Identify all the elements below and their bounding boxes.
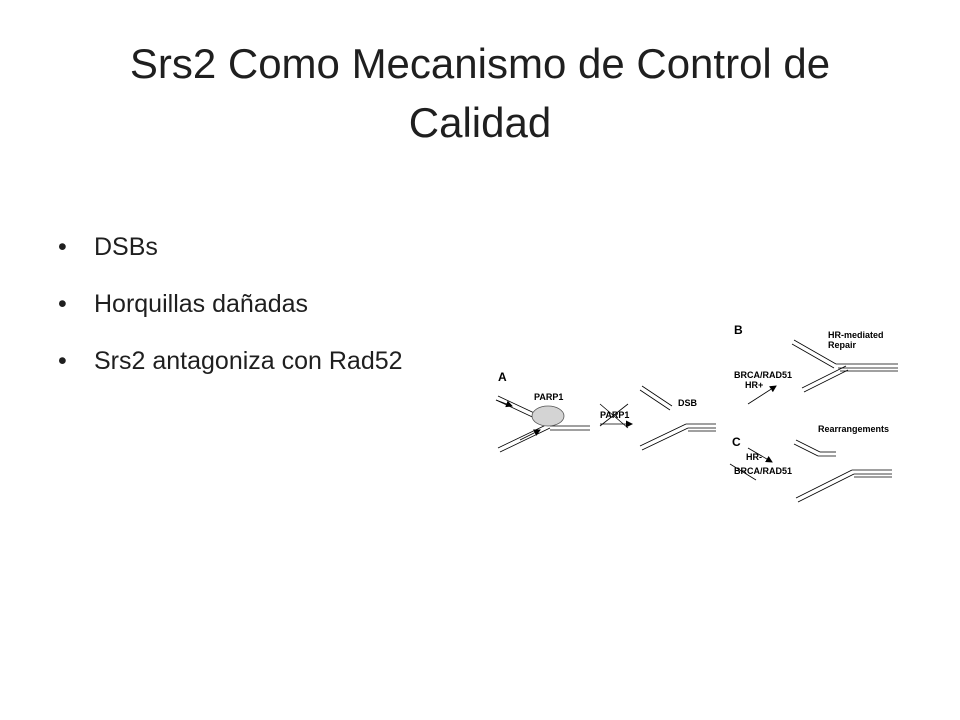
double-strand-break <box>639 385 716 451</box>
hr-plus-label: HR+ <box>745 380 763 390</box>
parp1-inhibition-arrow <box>599 403 633 429</box>
parp1-protein <box>531 405 565 427</box>
hr-repair-label-2: Repair <box>828 340 857 350</box>
hr-minus-arrow <box>729 447 773 481</box>
parp1-label: PARP1 <box>534 392 563 402</box>
bullet-dot-icon: • <box>58 233 67 261</box>
bullet-text: Horquillas dañadas <box>94 290 309 318</box>
hr-plus-arrow <box>747 385 777 405</box>
dna-repair-diagram: A B C PARP1 PARP1 DSB BRCA/RAD51 HR+ HR-… <box>495 323 898 503</box>
bullet-item: • DSBs <box>58 232 418 263</box>
bullet-item: • Srs2 antagoniza con Rad52 <box>58 346 418 377</box>
panel-b-label: B <box>734 323 743 337</box>
bullet-dot-icon: • <box>58 347 67 375</box>
bullet-list: • DSBs • Horquillas dañadas • Srs2 antagoni… <box>58 232 418 377</box>
panel-c-label: C <box>732 435 741 449</box>
hr-repair-label-1: HR-mediated <box>828 330 884 340</box>
dsb-label: DSB <box>678 398 698 408</box>
hr-repair-product <box>791 339 898 393</box>
bullet-item: • Horquillas dañadas <box>58 289 418 320</box>
rearrangement-product <box>793 439 892 503</box>
bullet-text: Srs2 antagoniza con Rad52 <box>94 347 403 375</box>
rearrangements-label: Rearrangements <box>818 424 889 434</box>
panel-a-label: A <box>498 370 507 384</box>
brca-rad51-crossed-label: BRCA/RAD51 <box>734 466 792 476</box>
brca-rad51-label: BRCA/RAD51 <box>734 370 792 380</box>
parp1-crossed-label: PARP1 <box>600 410 629 420</box>
slide-title: Srs2 Como Mecanismo de Control de Calida… <box>129 40 831 146</box>
bullet-text: DSBs <box>94 233 158 261</box>
hr-minus-label: HR- <box>746 452 762 462</box>
bullet-dot-icon: • <box>58 290 67 318</box>
